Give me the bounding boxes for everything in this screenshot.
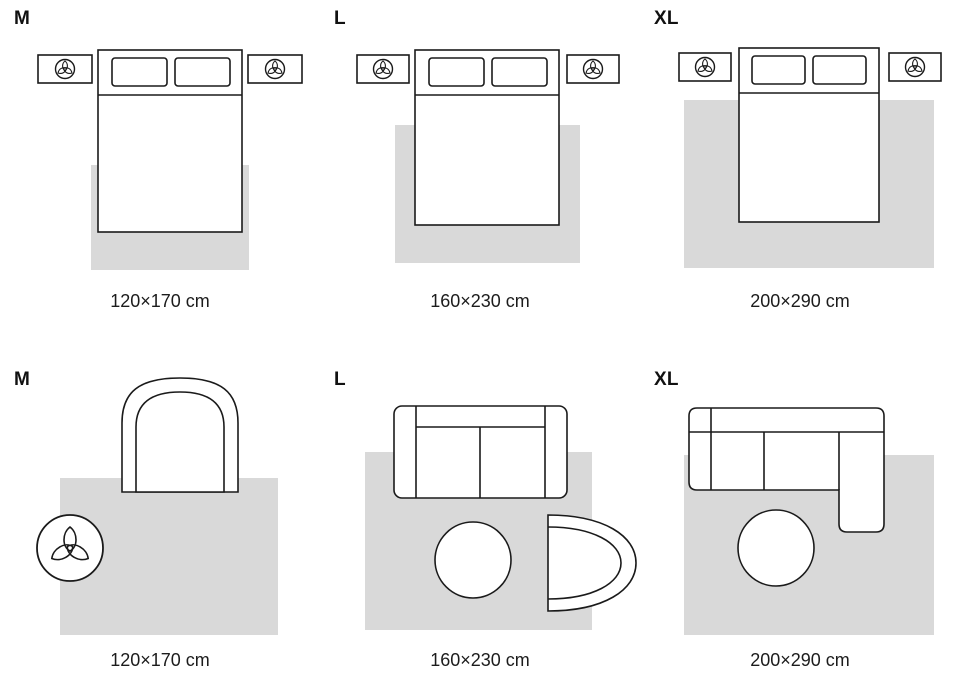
panel-living-xl: XL 200×290 cm	[640, 345, 960, 690]
rug-size-label: 160×230 cm	[430, 650, 530, 670]
panel-living-l: L 160×230 cm	[320, 345, 640, 690]
coffee-table	[737, 509, 815, 587]
armchair-seat	[135, 391, 225, 493]
plant-icon	[694, 56, 716, 78]
pillow	[751, 55, 806, 85]
bedroom-diagram-m	[37, 49, 303, 270]
rug-size-label: 160×230 cm	[430, 291, 530, 311]
panel-bedroom-m: M	[0, 0, 320, 345]
panel-living-m: M 120×170 cm	[0, 345, 320, 690]
pillow	[812, 55, 867, 85]
sofa-detail-lines	[415, 406, 546, 498]
panel-bedroom-l: L	[320, 0, 640, 345]
rug-size-label: 200×290 cm	[750, 650, 850, 670]
sectional-sofa	[688, 407, 885, 533]
rug-size-label: 200×290 cm	[750, 291, 850, 311]
living-room-diagram-l	[365, 405, 637, 630]
panel-bedroom-xl: XL	[640, 0, 960, 345]
size-label: L	[334, 369, 346, 390]
plant-icon	[264, 58, 286, 80]
potted-plant-icon	[36, 514, 104, 582]
rug-size-label: 120×170 cm	[110, 650, 210, 670]
size-label: XL	[654, 8, 679, 29]
pillow	[428, 57, 485, 87]
bedroom-diagram-l	[356, 49, 620, 263]
tub-chair	[547, 514, 637, 612]
plant-icon	[582, 58, 604, 80]
size-label: M	[14, 8, 31, 29]
size-label: XL	[654, 369, 679, 390]
size-label: L	[334, 8, 346, 29]
bedroom-diagram-xl	[678, 47, 942, 268]
tub-chair-seat-line	[547, 526, 622, 600]
rug-size-label: 120×170 cm	[110, 291, 210, 311]
pillow	[491, 57, 548, 87]
pillow	[174, 57, 231, 87]
sofa-detail-lines	[689, 408, 884, 490]
living-room-diagram-m	[36, 377, 278, 635]
plant-icon	[54, 58, 76, 80]
plant-icon	[904, 56, 926, 78]
coffee-table	[434, 521, 512, 599]
plant-icon	[372, 58, 394, 80]
size-label: M	[14, 369, 31, 390]
living-room-diagram-xl	[684, 407, 934, 635]
pillow	[111, 57, 168, 87]
